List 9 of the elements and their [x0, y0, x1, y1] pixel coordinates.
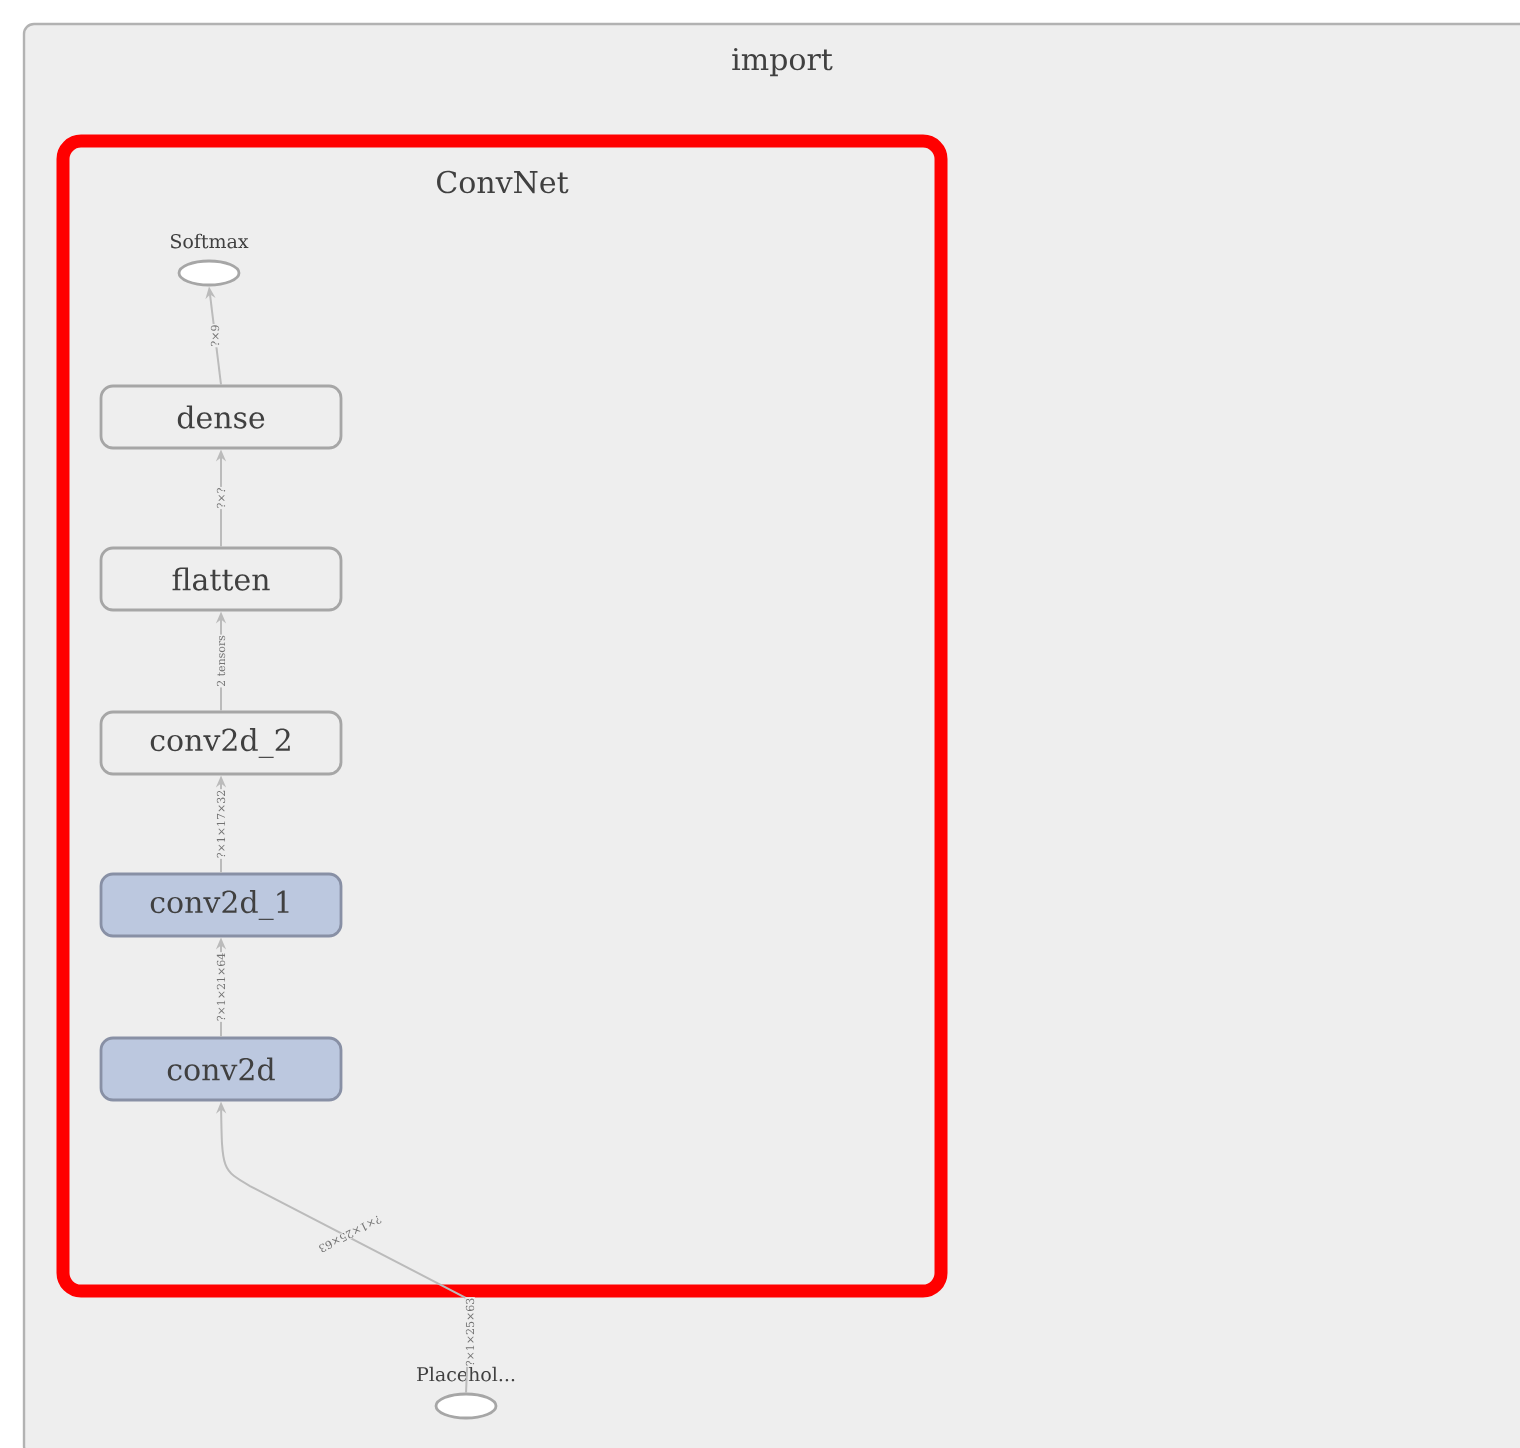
node-label: Placehol...	[417, 1366, 515, 1382]
layer-box: conv2d	[99, 1036, 343, 1102]
layer-box: dense	[99, 384, 343, 450]
layer-box: conv2d_1	[99, 872, 343, 938]
op-node: Placehol...	[417, 1366, 515, 1420]
layer-box: conv2d_2	[99, 710, 343, 776]
layer-box: flatten	[99, 546, 343, 612]
node-label: Softmax	[171, 233, 249, 249]
op-node: Softmax	[171, 233, 249, 287]
